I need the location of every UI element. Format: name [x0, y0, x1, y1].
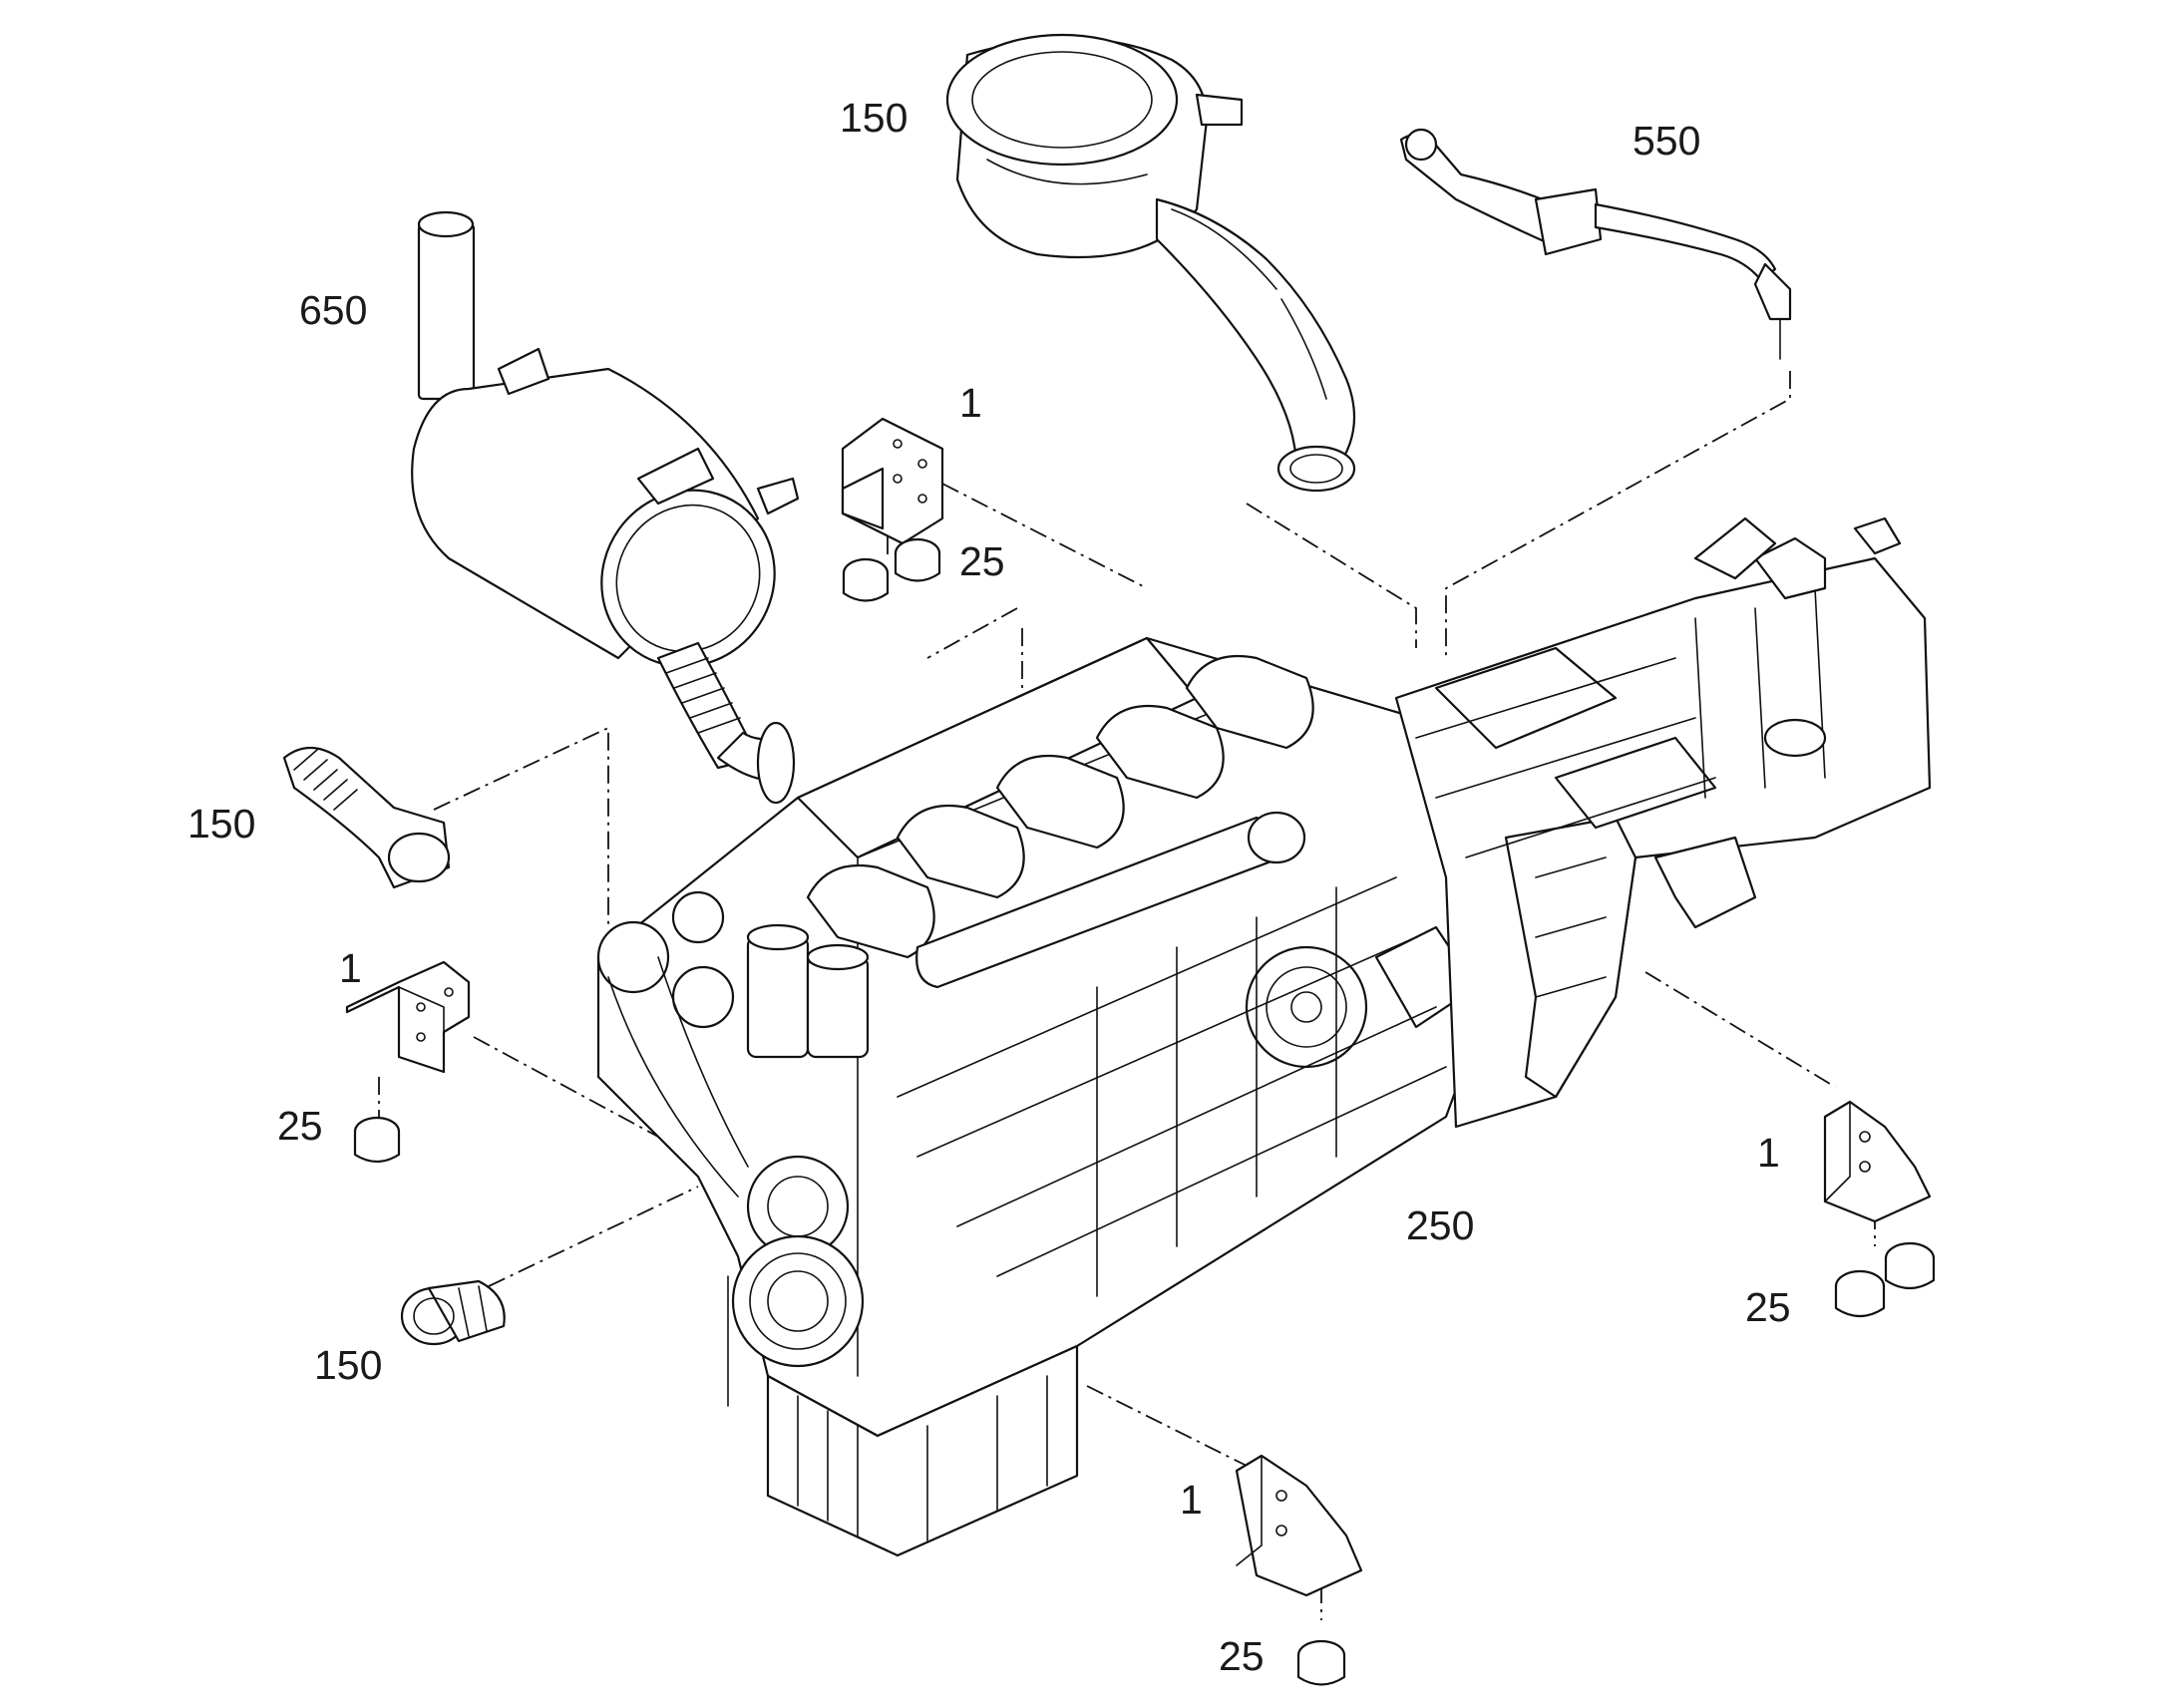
- callout-labels: 150 550 650 1 25 150 1 25 150 250 1 25 1…: [187, 95, 1791, 1679]
- engine-mount-bracket-right: [1823, 1100, 1932, 1223]
- callout-25-top-mounts: 25: [959, 538, 1005, 584]
- callout-550-hose: 550: [1633, 118, 1700, 164]
- rubber-mounts-top: [842, 537, 941, 602]
- callout-150-bottom-clamp: 150: [314, 1342, 382, 1388]
- rubber-mount-left: [353, 1116, 401, 1164]
- breather-hose-assembly: [1399, 128, 1792, 360]
- callout-1-left-bracket: 1: [339, 945, 362, 991]
- callout-25-right-mounts: 25: [1745, 1284, 1791, 1330]
- engine-mount-bracket-bottom: [1235, 1454, 1363, 1597]
- engine-mount-bracket-top: [841, 417, 944, 545]
- callout-150-left-elbow: 150: [187, 801, 255, 847]
- callout-1-bottom-bracket: 1: [1180, 1477, 1203, 1523]
- engine-block-assembly: [596, 636, 1558, 1557]
- engine-mount-bracket-left: [345, 960, 471, 1074]
- callout-150-air-filter: 150: [840, 95, 908, 141]
- cylinder-heads: [806, 654, 1314, 959]
- rubber-mounts-right: [1834, 1241, 1936, 1318]
- callout-650-muffler: 650: [299, 287, 367, 333]
- air-filter-housing: [945, 33, 1356, 493]
- hose-clamp-bottom: [400, 1279, 506, 1346]
- callout-25-bottom-mount: 25: [1219, 1633, 1265, 1679]
- intake-elbow-left: [282, 746, 451, 889]
- callout-1-top-bracket: 1: [959, 380, 982, 426]
- callout-25-left-mount: 25: [277, 1103, 323, 1149]
- callout-250-engine: 250: [1406, 1202, 1474, 1248]
- callout-1-right-bracket: 1: [1757, 1130, 1780, 1176]
- muffler-assembly: [411, 210, 800, 805]
- transmission-assembly: [1394, 516, 1932, 1129]
- rubber-mount-bottom: [1296, 1639, 1346, 1686]
